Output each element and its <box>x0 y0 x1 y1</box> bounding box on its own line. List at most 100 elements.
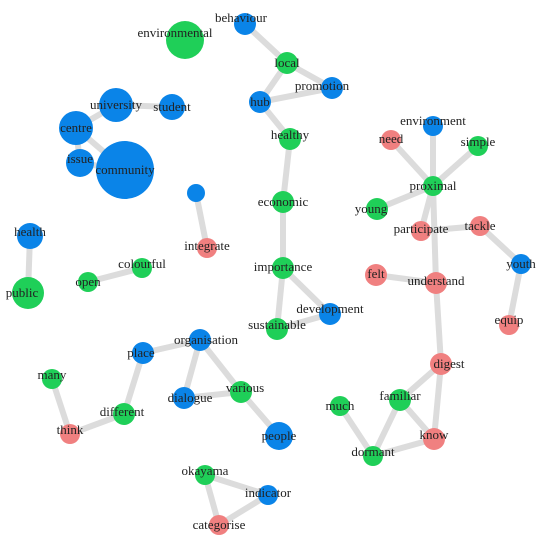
node-organisation <box>189 329 211 351</box>
node-label-importance: importance <box>254 259 313 274</box>
node-label-tackle: tackle <box>464 218 495 233</box>
node-colourful <box>132 258 152 278</box>
node-environmental <box>166 21 204 59</box>
node-think <box>60 424 80 444</box>
edge-youth-equip <box>506 261 524 328</box>
node-indicator <box>258 485 278 505</box>
node-digest <box>430 353 452 375</box>
node-okayama <box>195 465 215 485</box>
node-dormant <box>363 446 383 466</box>
node-health <box>17 223 43 249</box>
node-label-place: place <box>127 345 155 360</box>
node-label-different: different <box>100 404 145 419</box>
node-participate <box>411 221 431 241</box>
node-label-familiar: familiar <box>379 388 421 403</box>
node-label-issue: issue <box>67 151 93 166</box>
node-label-okayama: okayama <box>182 463 229 478</box>
node-development <box>319 303 341 325</box>
node-label-categorise: categorise <box>193 517 246 532</box>
node-place <box>132 342 154 364</box>
node-much <box>330 396 350 416</box>
node-categorise <box>209 515 229 535</box>
node-people <box>265 422 293 450</box>
edge-understand-digest <box>433 280 444 367</box>
node-label-equip: equip <box>495 312 524 327</box>
edge-need-proximal <box>388 137 436 189</box>
node-label-many: many <box>38 367 67 382</box>
node-label-university: university <box>90 97 142 112</box>
node-label-environmental: environmental <box>137 25 212 40</box>
node-label-dormant: dormant <box>351 444 395 459</box>
edge-hub-promotion <box>257 85 335 105</box>
node-label-indicator: indicator <box>245 485 292 500</box>
edge-digest-know <box>431 361 444 442</box>
node-label-development: development <box>296 301 364 316</box>
node-economic <box>272 191 294 213</box>
node-label-community: community <box>95 162 155 177</box>
node-public <box>12 277 44 309</box>
node-importance <box>272 257 294 279</box>
node-student <box>159 94 185 120</box>
node-label-participate: participate <box>394 221 449 236</box>
node-young <box>366 198 388 220</box>
node-proximal <box>423 176 443 196</box>
edge-okayama-indicator <box>202 472 271 498</box>
node-label-health: health <box>14 224 46 239</box>
node-youth <box>511 254 531 274</box>
node-know <box>423 428 445 450</box>
node-university <box>99 88 133 122</box>
node-label-behaviour: behaviour <box>215 10 268 25</box>
node-label-environment: environment <box>400 113 466 128</box>
node-label-public: public <box>6 285 39 300</box>
node-promotion <box>321 77 343 99</box>
node-label-open: open <box>75 274 101 289</box>
node-label-colourful: colourful <box>118 256 166 271</box>
node-integrate <box>197 238 217 258</box>
node-healthy <box>279 128 301 150</box>
node-label-simple: simple <box>461 134 496 149</box>
node-different <box>113 403 135 425</box>
node-label-dialogue: dialogue <box>168 390 213 405</box>
node-understand <box>425 272 447 294</box>
node-label-local: local <box>274 55 300 70</box>
node-label-healthy: healthy <box>271 127 310 142</box>
edge-simple-proximal <box>430 143 481 189</box>
node-label-need: need <box>379 131 404 146</box>
node-label-people: people <box>262 428 297 443</box>
node-label-understand: understand <box>407 273 465 288</box>
node-centre <box>59 111 93 145</box>
edge-organisation-various <box>197 337 244 395</box>
node-various <box>230 381 252 403</box>
node-label-promotion: promotion <box>295 78 350 93</box>
node-label-various: various <box>226 380 264 395</box>
node-sustainable <box>266 318 288 340</box>
node-label-think: think <box>57 422 84 437</box>
node-need <box>381 130 401 150</box>
edge-proximal-understand <box>430 183 439 286</box>
node-familiar <box>389 389 411 411</box>
node-many <box>42 369 62 389</box>
node-felt <box>365 264 387 286</box>
node-unlabeled <box>187 184 205 202</box>
node-label-integrate: integrate <box>184 238 230 253</box>
nodes-layer <box>12 13 531 535</box>
node-local <box>276 52 298 74</box>
node-label-digest: digest <box>433 356 464 371</box>
node-equip <box>499 315 519 335</box>
node-label-felt: felt <box>367 266 385 281</box>
node-open <box>78 272 98 292</box>
node-label-hub: hub <box>250 94 270 109</box>
node-label-much: much <box>326 398 355 413</box>
node-label-know: know <box>420 427 450 442</box>
node-behaviour <box>234 13 256 35</box>
node-community <box>96 141 154 199</box>
node-issue <box>66 149 94 177</box>
node-label-student: student <box>153 99 191 114</box>
node-tackle <box>470 216 490 236</box>
node-environment <box>423 116 443 136</box>
node-simple <box>468 136 488 156</box>
node-label-sustainable: sustainable <box>248 317 306 332</box>
node-label-centre: centre <box>60 120 92 135</box>
